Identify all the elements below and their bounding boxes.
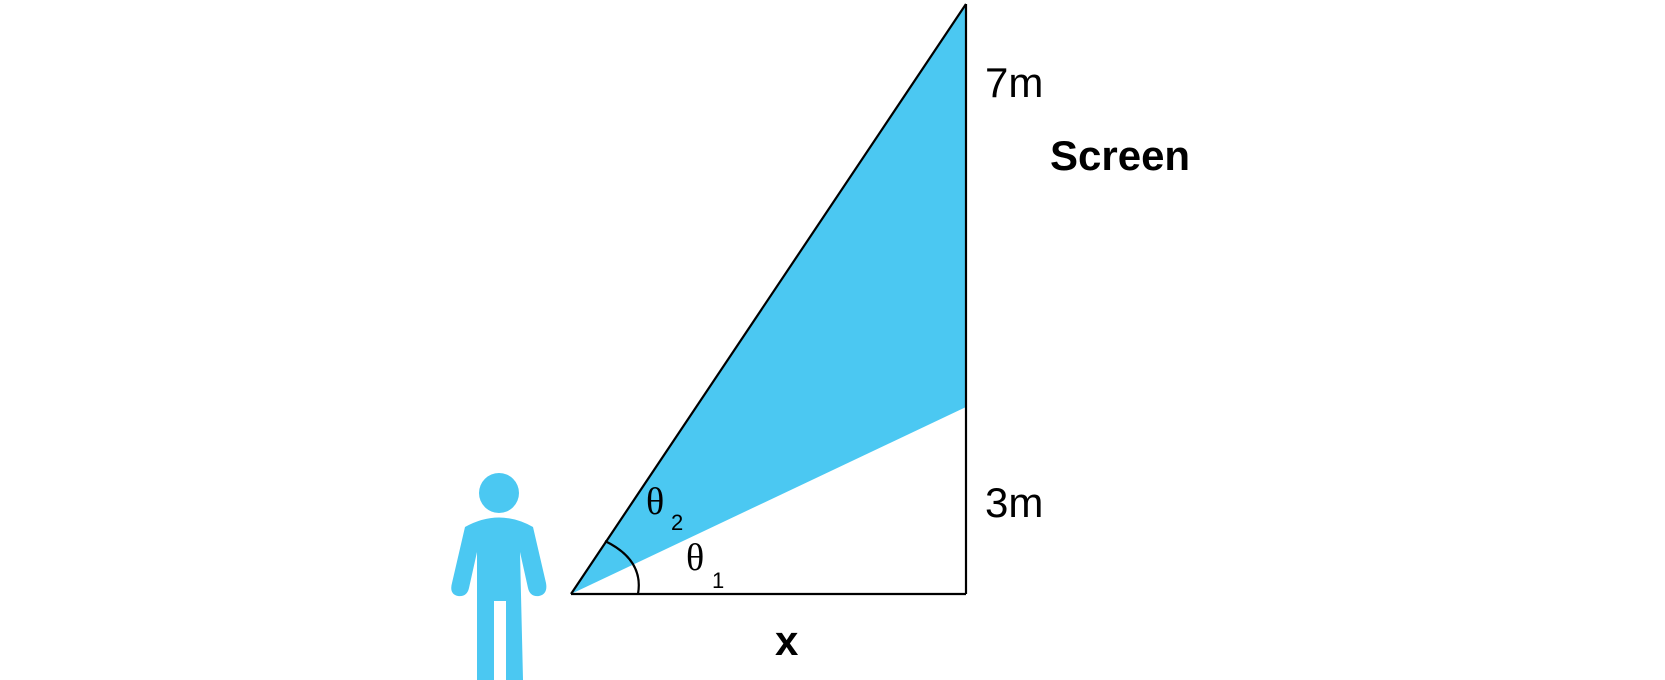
- theta1-symbol: θ: [686, 537, 704, 579]
- person-icon: [451, 473, 547, 680]
- theta1-subscript: 1: [712, 568, 724, 593]
- theta2-subscript: 2: [671, 510, 683, 535]
- bottom-height-label: 3m: [985, 479, 1043, 526]
- line-of-sight-top: [570, 3, 967, 595]
- screen-label: Screen: [1050, 132, 1190, 179]
- theta2-symbol: θ: [646, 481, 664, 523]
- distance-label: x: [775, 617, 799, 664]
- top-height-label: 7m: [985, 59, 1043, 106]
- angle-arc: [604, 540, 640, 595]
